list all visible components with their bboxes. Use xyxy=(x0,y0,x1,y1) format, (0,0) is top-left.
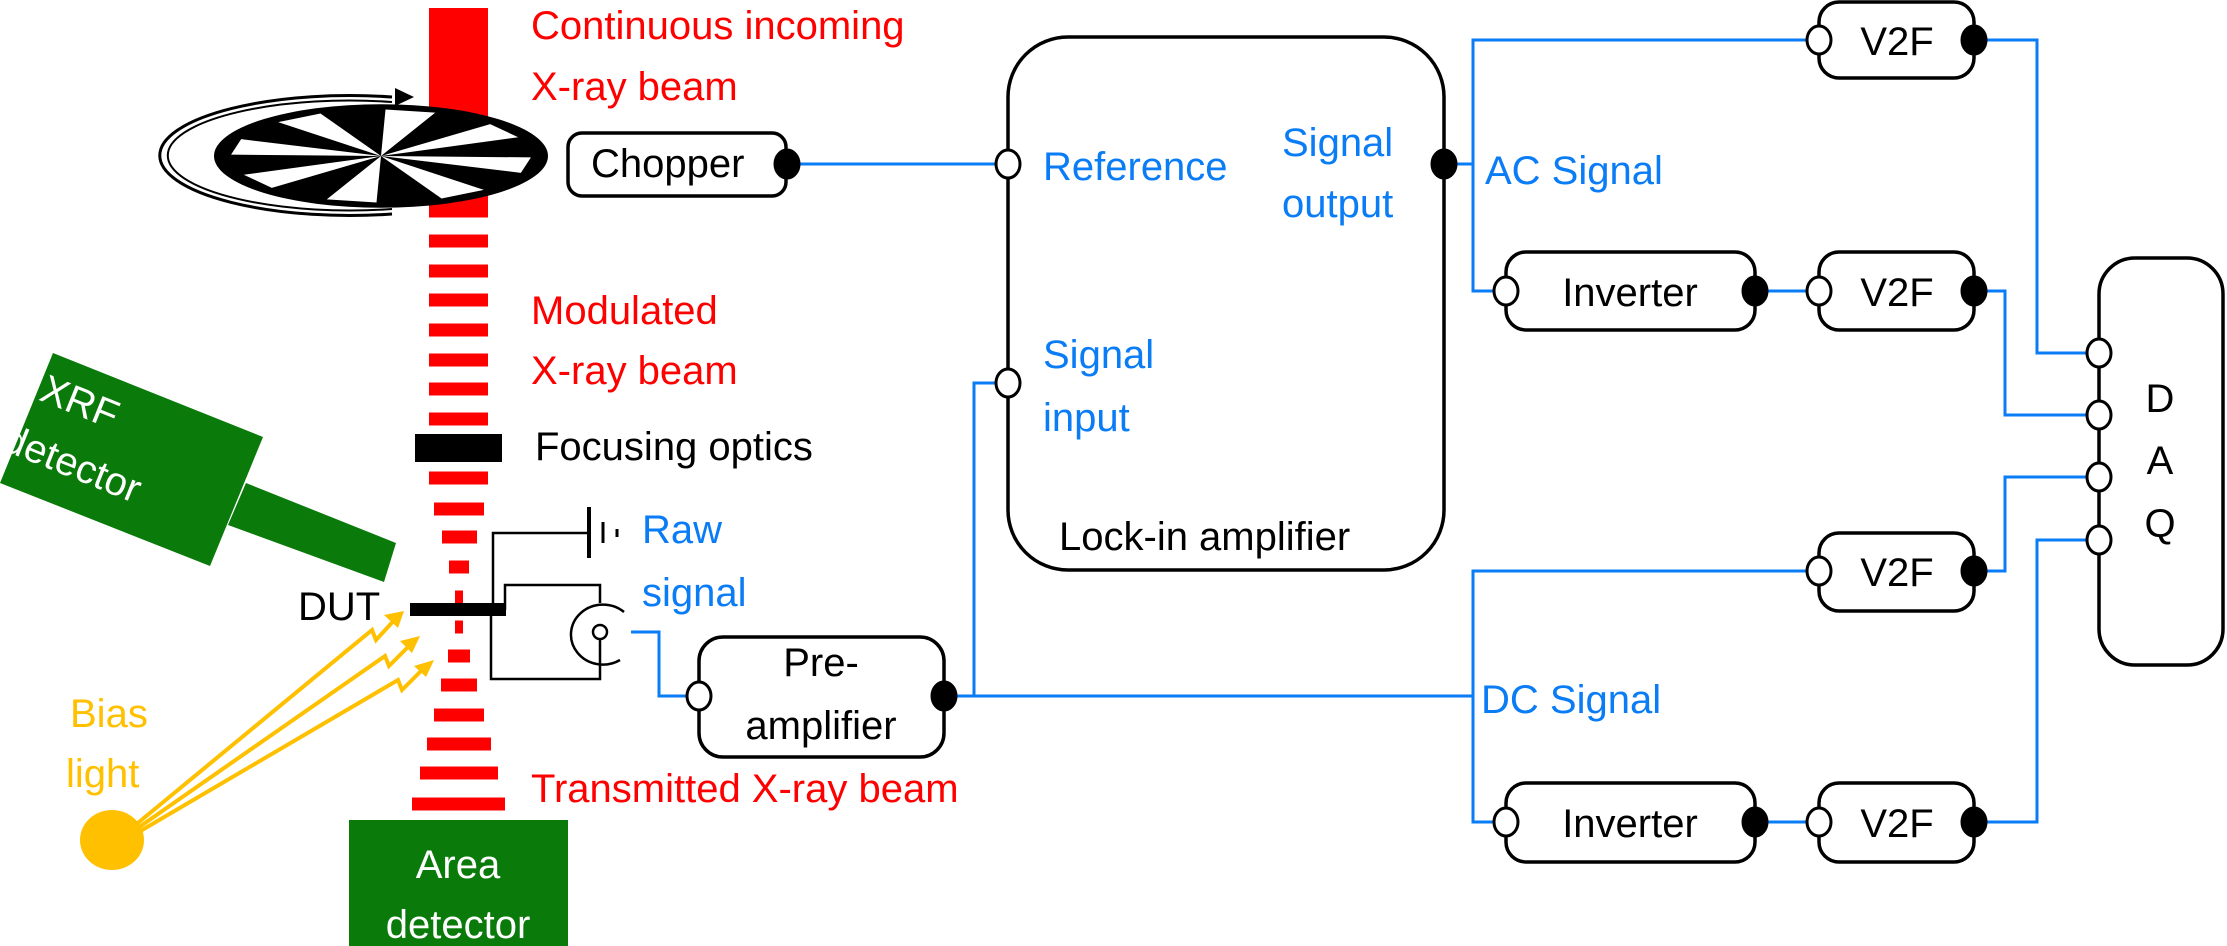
beam-pulse xyxy=(449,560,469,574)
chopper-wheel xyxy=(158,88,548,217)
preamp-label-line1: Pre- xyxy=(783,641,859,685)
photodiode-icon xyxy=(569,603,625,666)
raw-signal-label-line2: signal xyxy=(642,571,747,615)
ac-signal-label: AC Signal xyxy=(1485,149,1663,193)
chopper-label: Chopper xyxy=(591,142,744,186)
beam-pulse xyxy=(420,766,498,780)
dut-sample xyxy=(410,603,506,616)
v2f-dc: V2F xyxy=(1805,531,1988,613)
rotation-arrowhead-icon xyxy=(395,88,414,106)
chopper-blade-gap xyxy=(278,113,381,156)
xrf-detector: XRF detector xyxy=(0,353,396,582)
beam-pulse xyxy=(442,530,477,544)
chopper-blade-gap xyxy=(231,139,381,156)
beam-pulse xyxy=(448,649,470,663)
beam-pulse xyxy=(429,382,488,396)
raw-signal-label-line1: Raw xyxy=(642,508,722,552)
transmitted-beam-label: Transmitted X-ray beam xyxy=(531,767,959,811)
preamplifier-box: Pre- amplifier xyxy=(685,635,958,759)
dut-label: DUT xyxy=(298,585,380,629)
lockin-label: Lock-in amplifier xyxy=(1059,515,1350,559)
daq-label-a: A xyxy=(2147,439,2174,483)
beam-pulse xyxy=(429,293,488,307)
chopper-blade-gap xyxy=(381,109,436,156)
preamp-output-port xyxy=(930,680,958,712)
incoming-beam-label-line1: Continuous incoming xyxy=(531,4,905,48)
signal-output-label-line1: Signal xyxy=(1282,121,1393,165)
beam-pulse xyxy=(429,353,488,367)
modulated-beam-label-line2: X-ray beam xyxy=(531,349,738,393)
beam-pulse xyxy=(427,737,491,751)
chopper-blade-gap xyxy=(381,124,519,156)
bias-light-label-line1: Bias xyxy=(70,692,148,736)
v2f-label: V2F xyxy=(1860,271,1933,315)
beam-pulse xyxy=(412,797,505,811)
bias-circuit xyxy=(489,507,625,681)
inverter-ac: Inverter xyxy=(1492,250,1769,332)
beam-pulse xyxy=(429,204,488,218)
rotation-arrow-inner xyxy=(166,99,393,212)
area-detector xyxy=(349,820,568,946)
inverter-dc: Inverter xyxy=(1492,781,1769,864)
v2f-dc-inverted: V2F xyxy=(1805,781,1988,864)
beam-pulse xyxy=(441,678,477,692)
beam-pulse xyxy=(429,323,488,337)
beam-pulse xyxy=(434,502,484,516)
daq-label-d: D xyxy=(2146,377,2175,421)
reference-label: Reference xyxy=(1043,145,1228,189)
beam-pulse xyxy=(429,412,488,426)
xray-beam xyxy=(412,8,505,811)
signal-input-label-line2: input xyxy=(1043,396,1130,440)
beam-pulse xyxy=(429,234,488,248)
preamp-input-port xyxy=(685,680,713,712)
inverter-label: Inverter xyxy=(1562,802,1698,846)
modulated-beam-label-line1: Modulated xyxy=(531,289,718,333)
signal-output-port xyxy=(1430,148,1458,180)
beam-pulse xyxy=(455,590,463,604)
v2f-label: V2F xyxy=(1860,802,1933,846)
reference-port xyxy=(994,148,1022,180)
signal-output-label-line2: output xyxy=(1282,182,1393,226)
dc-signal-label: DC Signal xyxy=(1481,678,1661,722)
v2f-ac: V2F xyxy=(1805,0,1988,80)
area-detector-label-line2: detector xyxy=(386,903,531,946)
daq-box: D A Q xyxy=(2085,256,2225,667)
incoming-beam-label-line2: X-ray beam xyxy=(531,65,738,109)
chopper-blade-gap xyxy=(326,156,381,203)
focusing-optics xyxy=(415,434,502,462)
beam-pulse xyxy=(429,264,488,278)
daq-label-q: Q xyxy=(2144,502,2175,546)
chopper-box: Chopper xyxy=(566,131,801,198)
rotation-arrow-icon xyxy=(158,94,393,217)
chopper-blade-gap xyxy=(243,156,381,188)
area-detector-label-line1: Area xyxy=(416,843,501,887)
lockin-amplifier-box: Reference Signal output Signal input Loc… xyxy=(994,35,1458,572)
focusing-optics-label: Focusing optics xyxy=(535,425,813,469)
v2f-label: V2F xyxy=(1860,20,1933,64)
chopper-output-port xyxy=(773,148,801,180)
signal-input-label-line1: Signal xyxy=(1043,333,1154,377)
v2f-ac-inverted: V2F xyxy=(1805,250,1988,332)
beam-pulse xyxy=(455,620,463,634)
v2f-label: V2F xyxy=(1860,551,1933,595)
bias-light-label-line2: light xyxy=(66,752,139,796)
signal-input-port xyxy=(994,367,1022,399)
chopper-blade-gap xyxy=(381,156,484,199)
beam-pulse xyxy=(429,471,488,485)
beam-pulse xyxy=(434,708,484,722)
inverter-label: Inverter xyxy=(1562,271,1698,315)
preamp-label-line2: amplifier xyxy=(745,704,896,748)
chopper-blade-gap xyxy=(381,156,531,173)
bias-light xyxy=(80,611,434,870)
